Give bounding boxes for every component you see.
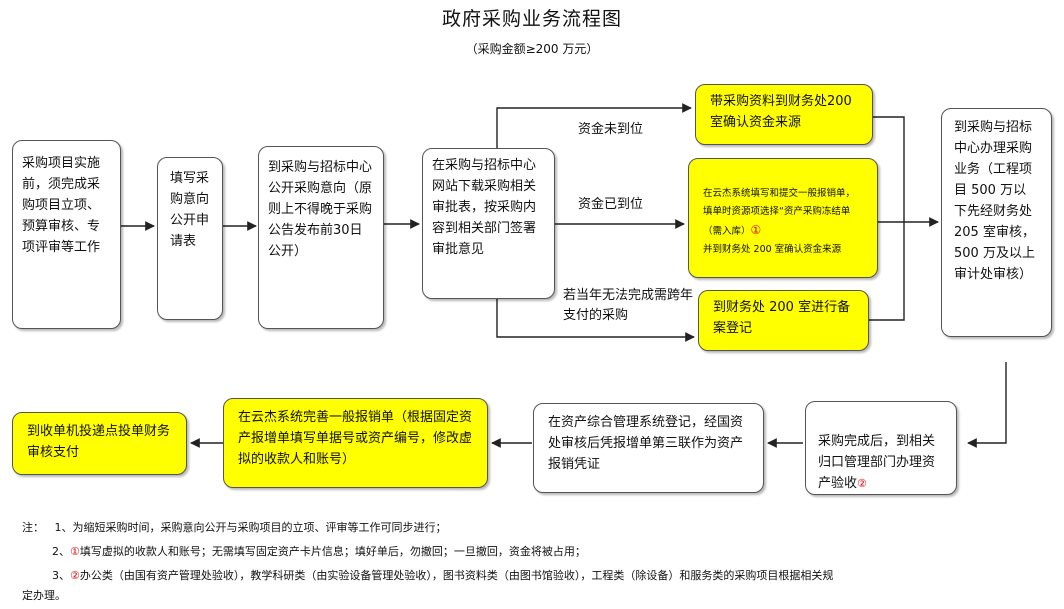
node-complete-reimbursement: 在云杰系统完善一般报销单（根据固定资产报增单填写单据号或资产编号，修改虚拟的收款… <box>223 398 488 488</box>
note-1: 注： 1、为缩短采购时间，采购意向公开与采购项目的立项、评审等工作可同步进行； <box>22 520 447 536</box>
node-download-forms: 在采购与招标中心网站下载采购相关审批表，按采购内容到相关部门签署审批意见 <box>422 148 555 299</box>
footnote-mark-1: ① <box>750 223 762 237</box>
node-submit-reimbursement: 在云杰系统填写和提交一般报销单，填单时资源项选择“资产采购冻结单（需入库）① 并… <box>688 158 878 278</box>
note-2-text: 填写虚拟的收款人和账号；无需填写固定资产卡片信息；填好单后，勿撤回；一旦撤回，资… <box>79 545 586 558</box>
node-handle-procurement: 到采购与招标中心办理采购业务（工程项目 500 万以下先经财务处205 室审核，… <box>941 108 1052 337</box>
node-asset-acceptance: 采购完成后，到相关归口管理部门办理资产验收② <box>805 401 957 495</box>
label-unfunded: 资金未到位 <box>578 122 644 137</box>
node-project-prep: 采购项目实施前，须完成采购项目立项、预算审核、专项评审等工作 <box>12 140 121 329</box>
note-3: 3、②办公类（由国有资产管理处验收），教学科研类（由实验设备管理处验收），图书资… <box>52 568 833 584</box>
note-3-cont: 定办理。 <box>22 589 66 602</box>
node-apply-form: 填写采购意向公开申请表 <box>157 157 223 320</box>
note-3-mark: ② <box>70 569 80 582</box>
footnote-mark-2: ② <box>857 477 867 490</box>
page-subtitle: （采购金额≥200 万元） <box>465 42 599 56</box>
node-submit-text-b: 并到财务处 200 室确认资金来源 <box>703 244 842 255</box>
node-confirm-funds: 带采购资料到财务处200 室确认资金来源 <box>695 84 873 145</box>
node-asset-register: 在资产综合管理系统登记，经国资处审核后凭报增单第三联作为资产报销凭证 <box>533 403 764 493</box>
label-cross-year: 若当年无法完成需跨年支付的采购 <box>563 288 694 323</box>
note-prefix: 注： <box>22 521 44 534</box>
note-2-mark: ① <box>70 545 80 558</box>
arrow-n4-n5 <box>496 103 692 148</box>
arrow-n8-n9 <box>967 362 1007 448</box>
note-3-text: 办公类（由国有资产管理处验收），教学科研类（由实验设备管理处验收），图书资料类（… <box>79 569 834 582</box>
node-submit-payment: 到收单机投递点投单财务审核支付 <box>12 412 187 475</box>
note-1-text: 1、为缩短采购时间，采购意向公开与采购项目的立项、评审等工作可同步进行； <box>54 521 447 534</box>
arrow-n4-n7 <box>496 299 695 342</box>
page-title: 政府采购业务流程图 <box>441 8 622 30</box>
label-funded: 资金已到位 <box>578 197 644 212</box>
node-acceptance-text: 采购完成后，到相关归口管理部门办理资产验收 <box>818 434 936 491</box>
node-submit-text-a: 在云杰系统填写和提交一般报销单，填单时资源项选择“资产采购冻结单（需入库） <box>703 188 856 237</box>
line-n7-join <box>869 222 905 321</box>
node-publish-intent: 到采购与招标中心公开采购意向（原则上不得晚于采购公告发布前30日公开） <box>258 146 384 329</box>
line-n5-join <box>873 116 905 222</box>
note-2: 2、①填写虚拟的收款人和账号；无需填写固定资产卡片信息；填好单后，勿撤回；一旦撤… <box>52 544 586 560</box>
note-3-num: 3、 <box>52 569 70 582</box>
node-record-filing: 到财务处 200 室进行备案登记 <box>698 290 869 351</box>
note-2-num: 2、 <box>52 545 70 558</box>
